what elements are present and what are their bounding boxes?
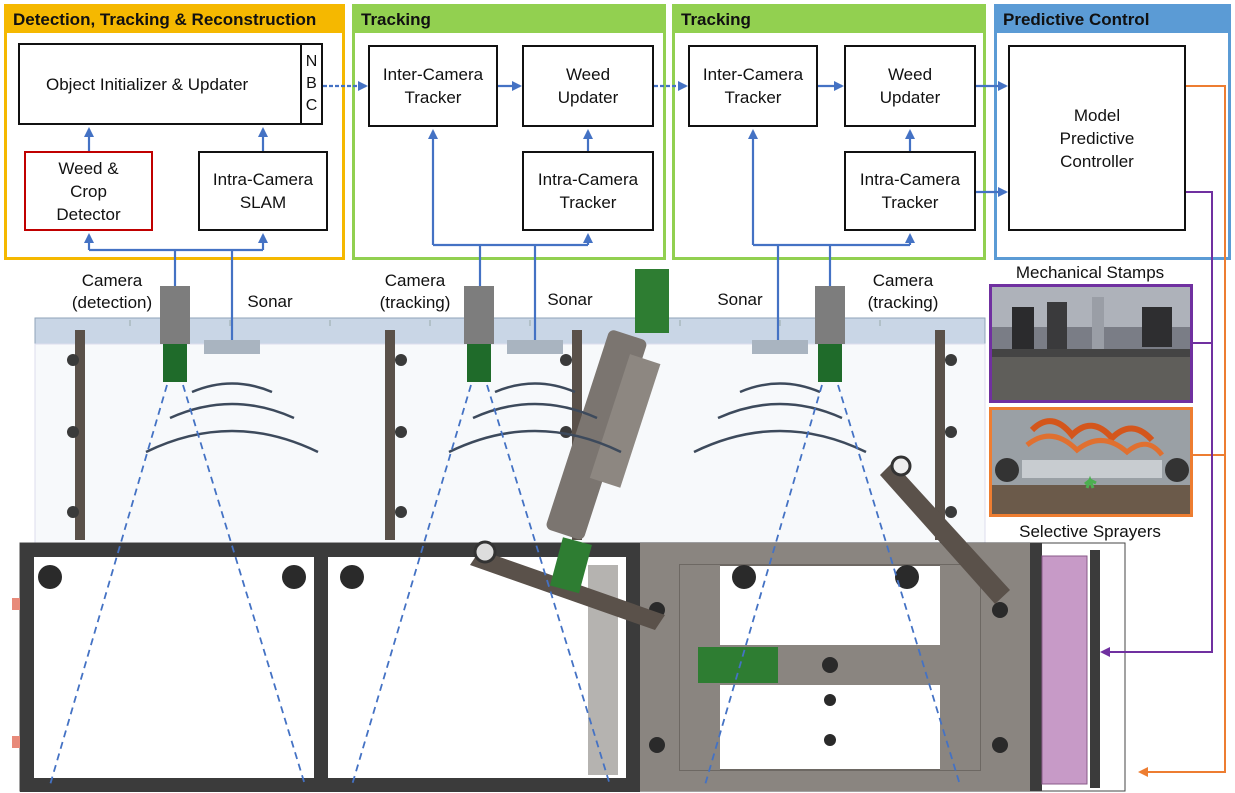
camera-icon — [464, 286, 494, 382]
label-sonar: Sonar — [547, 290, 593, 309]
panel-title: Detection, Tracking & Reconstruction — [7, 7, 342, 33]
label-sonar: Sonar — [247, 292, 293, 311]
green-bracket — [698, 647, 778, 683]
label-sonar: Sonar — [717, 290, 763, 309]
inter-camera-tracker-block: Inter-Camera Tracker — [688, 45, 818, 127]
frame-post — [75, 330, 85, 540]
frame-post — [385, 330, 395, 540]
actuator-mount — [635, 269, 669, 333]
object-initializer-updater-block: Object Initializer & Updater — [18, 43, 323, 125]
weed-updater-block: Weed Updater — [844, 45, 976, 127]
sonar-icon — [204, 340, 260, 354]
sonar-icon — [752, 340, 808, 354]
label-camera-detection: Camera (detection) — [71, 271, 153, 312]
weed-crop-detector-block: Weed & Crop Detector — [24, 151, 153, 231]
sonar-icon — [507, 340, 563, 354]
block-label: Object Initializer & Updater — [46, 74, 249, 94]
frame-post — [935, 330, 945, 540]
label-selective-sprayers: Selective Sprayers — [1019, 522, 1161, 541]
mechanical-stamps-photo — [989, 284, 1193, 403]
camera-icon — [160, 286, 190, 382]
inter-camera-tracker-block: Inter-Camera Tracker — [368, 45, 498, 127]
label-camera-tracking: Camera (tracking) — [379, 271, 451, 312]
camera-icon — [815, 286, 845, 382]
purple-plate — [1041, 555, 1088, 785]
weed-updater-block: Weed Updater — [522, 45, 654, 127]
panel-title: Predictive Control — [997, 7, 1228, 33]
label-mechanical-stamps: Mechanical Stamps — [1015, 263, 1165, 282]
nbc-block: N B C — [300, 45, 321, 123]
intra-camera-tracker-block: Intra-Camera Tracker — [522, 151, 654, 231]
selective-sprayers-photo — [989, 407, 1193, 517]
panel-title: Tracking — [675, 7, 983, 33]
model-predictive-controller-block: Model Predictive Controller — [1008, 45, 1186, 231]
panel-title: Tracking — [355, 7, 663, 33]
intra-camera-tracker-block: Intra-Camera Tracker — [844, 151, 976, 231]
intra-camera-slam-block: Intra-Camera SLAM — [198, 151, 328, 231]
arm-right — [880, 462, 1010, 604]
label-camera-tracking: Camera (tracking) — [867, 271, 939, 312]
